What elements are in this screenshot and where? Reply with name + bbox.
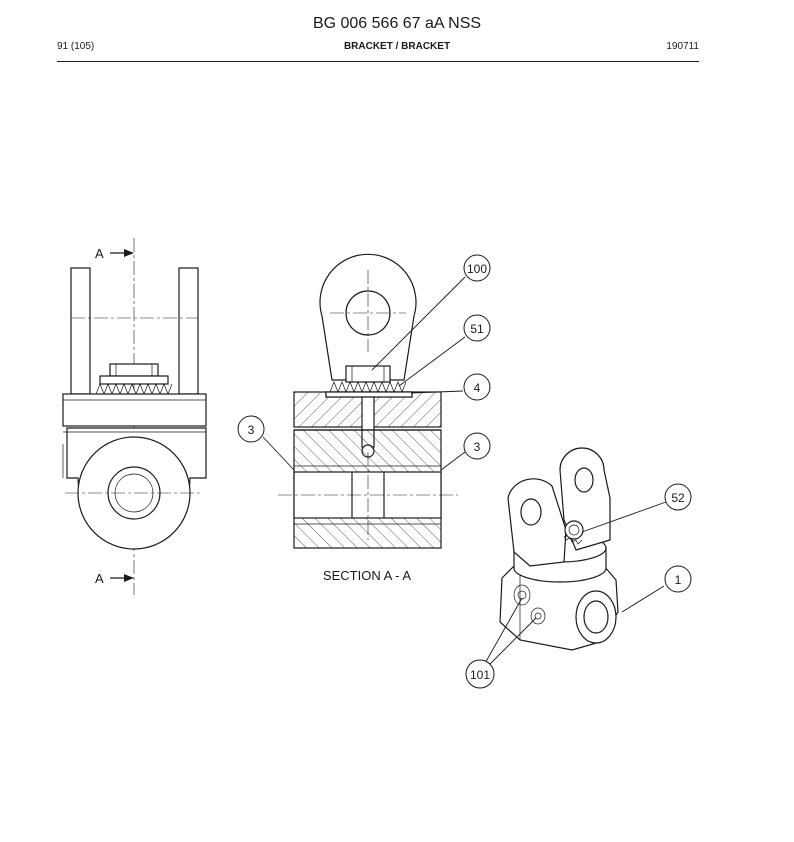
callout-bubble-4: 4 — [463, 373, 491, 401]
callout-label: 100 — [467, 262, 487, 276]
callout-label: 101 — [470, 668, 490, 682]
section-marker-bottom: A — [95, 571, 104, 586]
callout-bubble-51: 51 — [463, 314, 491, 342]
callouts — [262, 276, 667, 667]
callout-label: 52 — [671, 491, 685, 505]
callout-bubble-3-right: 3 — [463, 432, 491, 460]
section-marker-top: A — [95, 246, 104, 261]
document-number: BG 006 566 67 aA NSS — [312, 15, 482, 32]
document-date: 190711 — [666, 41, 699, 52]
section-caption: SECTION A - A — [323, 568, 411, 583]
isometric-view — [499, 447, 619, 651]
callout-label: 4 — [474, 381, 481, 395]
sheet-title: BRACKET / BRACKET — [343, 41, 451, 52]
callout-bubble-100: 100 — [463, 254, 491, 282]
header-rule — [57, 61, 699, 62]
callout-bubble-52: 52 — [664, 483, 692, 511]
callout-bubble-101: 101 — [465, 659, 495, 689]
front-view: A A — [62, 238, 207, 595]
callout-label: 51 — [470, 322, 484, 336]
callout-label: 3 — [248, 423, 255, 437]
page-number: 91 (105) — [57, 41, 95, 52]
callout-bubble-1: 1 — [664, 565, 692, 593]
callout-label: 1 — [675, 573, 682, 587]
callout-label: 3 — [474, 440, 481, 454]
section-view: SECTION A - A — [278, 253, 458, 583]
callout-bubble-3-left: 3 — [237, 415, 265, 443]
